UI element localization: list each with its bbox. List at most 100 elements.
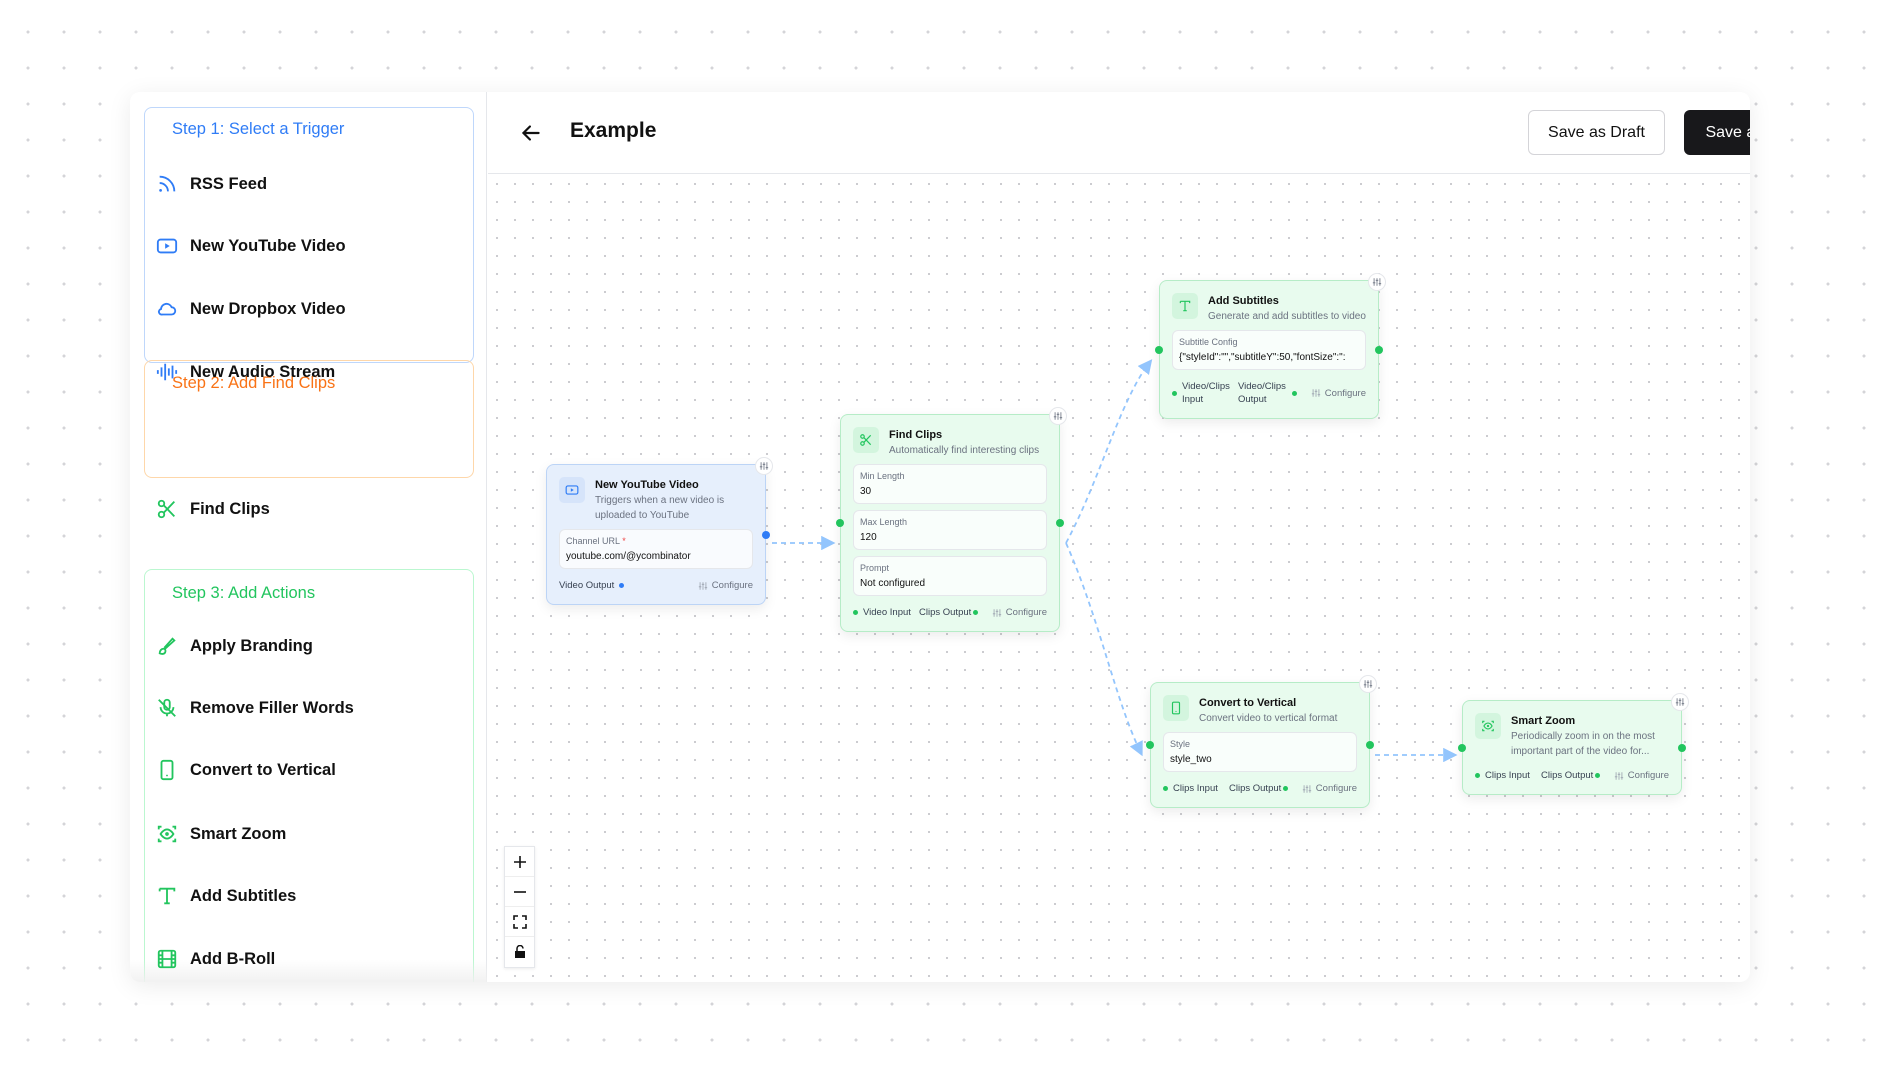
save-activate-button[interactable]: Save and Activate [1684,110,1750,155]
save-draft-button[interactable]: Save as Draft [1528,110,1665,155]
eye-scan-icon [157,825,177,843]
field-value: 30 [860,486,872,497]
sidebar-item-smart-zoom[interactable]: Smart Zoom [156,823,286,845]
output-label: Clips Output [919,607,972,618]
node-field[interactable]: Channel URL * youtube.com/@ycombinator [559,529,753,569]
sidebar-item-label: Find Clips [190,499,270,518]
sidebar-item-add-subtitles[interactable]: Add Subtitles [156,885,296,907]
input-handle[interactable] [1146,741,1154,749]
input-handle[interactable] [836,519,844,527]
sidebar-item-label: Add B-Roll [190,949,276,968]
zoom-in-button[interactable] [505,847,534,877]
node-icon [559,477,585,503]
configure-label: Configure [1627,770,1669,781]
configure-label: Configure [1324,387,1366,399]
output-handle[interactable] [762,530,770,539]
output-handle[interactable] [1366,741,1374,749]
node-settings-button[interactable] [1049,407,1067,425]
phone-icon [1171,701,1181,715]
configure-button[interactable]: Configure [1302,782,1357,795]
field-value: style_two [1170,754,1212,765]
back-arrow-icon[interactable] [518,120,544,146]
sidebar-item-rss-feed[interactable]: RSS Feed [156,173,267,195]
sliders-icon [698,581,707,590]
node-settings-button[interactable] [1368,273,1386,291]
step1-panel: Step 1: Select a Trigger [144,107,474,363]
node-settings-button[interactable] [755,457,773,475]
configure-button[interactable]: Configure [698,579,753,592]
node-settings-button[interactable] [1359,675,1377,693]
node-field[interactable]: Min Length 30 [853,464,1047,504]
input-dot [853,610,858,615]
sidebar-item-find-clips[interactable]: Find Clips [156,498,270,520]
sidebar-item-add-b-roll[interactable]: Add B-Roll [156,948,275,970]
output-label: Clips Output [1541,770,1594,781]
output-dot [1595,773,1600,778]
youtube-icon [156,238,178,254]
output-handle[interactable] [1678,743,1686,752]
node-field[interactable]: Prompt Not configured [853,556,1047,596]
node-smart-zoom[interactable]: Smart Zoom Periodically zoom in on the m… [1458,693,1689,795]
field-label: Style [1170,739,1191,749]
sidebar-item-label: New Audio Stream [190,362,336,381]
configure-label: Configure [1005,607,1047,618]
workflow-editor: Step 1: Select a Trigger Step 2: Add Fin… [130,92,1750,982]
node-title: Smart Zoom [1511,715,1576,727]
sidebar-item-label: RSS Feed [190,174,268,193]
node-field[interactable]: Subtitle Config {"styleId":"","subtitleY… [1172,330,1366,370]
sliders-icon [1675,698,1685,706]
zoom-controls [504,846,535,968]
sidebar-item-new-audio-stream[interactable]: New Audio Stream [156,361,335,383]
sidebar-item-new-youtube-video[interactable]: New YouTube Video [156,235,346,257]
output-dot [973,610,978,615]
scissors-icon [860,434,872,446]
cloud-icon [157,302,177,316]
output-handle[interactable] [1375,345,1383,354]
film-icon [157,949,177,969]
field-label: Max Length [860,517,908,527]
sidebar-item-remove-filler-words[interactable]: Remove Filler Words [156,697,354,719]
sidebar-item-new-dropbox-video[interactable]: New Dropbox Video [156,298,346,320]
input-label: Video Input [863,607,911,618]
field-value: Not configured [860,578,926,589]
sidebar-item-convert-to-vertical[interactable]: Convert to Vertical [156,759,336,781]
field-value: 120 [860,532,877,543]
sidebar-item-label: New Dropbox Video [190,299,346,318]
eye-scan-icon [1482,720,1494,732]
sliders-icon [1053,412,1063,420]
lock-button[interactable] [505,937,534,967]
unlock-icon [514,945,525,958]
fullscreen-icon [512,914,527,929]
input-handle[interactable] [1155,345,1163,354]
node-description: Periodically zoom in on the most importa… [1511,731,1655,757]
field-value: youtube.com/@ycombinator [566,551,691,562]
sliders-icon [1311,389,1320,397]
output-handle[interactable] [1056,519,1064,527]
step3-panel: Step 3: Add Actions [144,569,474,982]
configure-button[interactable]: Configure [1311,387,1366,400]
sidebar-item-apply-branding[interactable]: Apply Branding [156,635,313,657]
fit-view-button[interactable] [505,907,534,937]
node-field[interactable]: Style style_two [1163,732,1357,772]
input-dot [1172,390,1177,396]
configure-button[interactable]: Configure [992,606,1047,619]
scroll-fade [130,960,487,982]
configure-button[interactable]: Configure [1614,769,1669,782]
node-find-clips[interactable]: Find Clips Automatically find interestin… [836,407,1067,632]
node-description: Generate and add subtitles to video [1208,311,1366,322]
node-youtube[interactable]: New YouTube Video Triggers when a new vi… [546,457,773,605]
node-icon [1475,713,1501,739]
node-settings-button[interactable] [1671,693,1689,711]
output-dot [1283,786,1288,791]
scissors-icon [157,499,175,519]
node-field[interactable]: Max Length 120 [853,510,1047,550]
plus-icon [513,855,526,868]
node-add-subtitles[interactable]: Add Subtitles Generate and add subtitles… [1155,273,1386,419]
step2-panel: Step 2: Add Find Clips [144,360,474,478]
zoom-out-button[interactable] [505,877,534,907]
node-convert-vertical[interactable]: Convert to Vertical Convert video to ver… [1146,675,1377,808]
input-handle[interactable] [1458,743,1466,752]
